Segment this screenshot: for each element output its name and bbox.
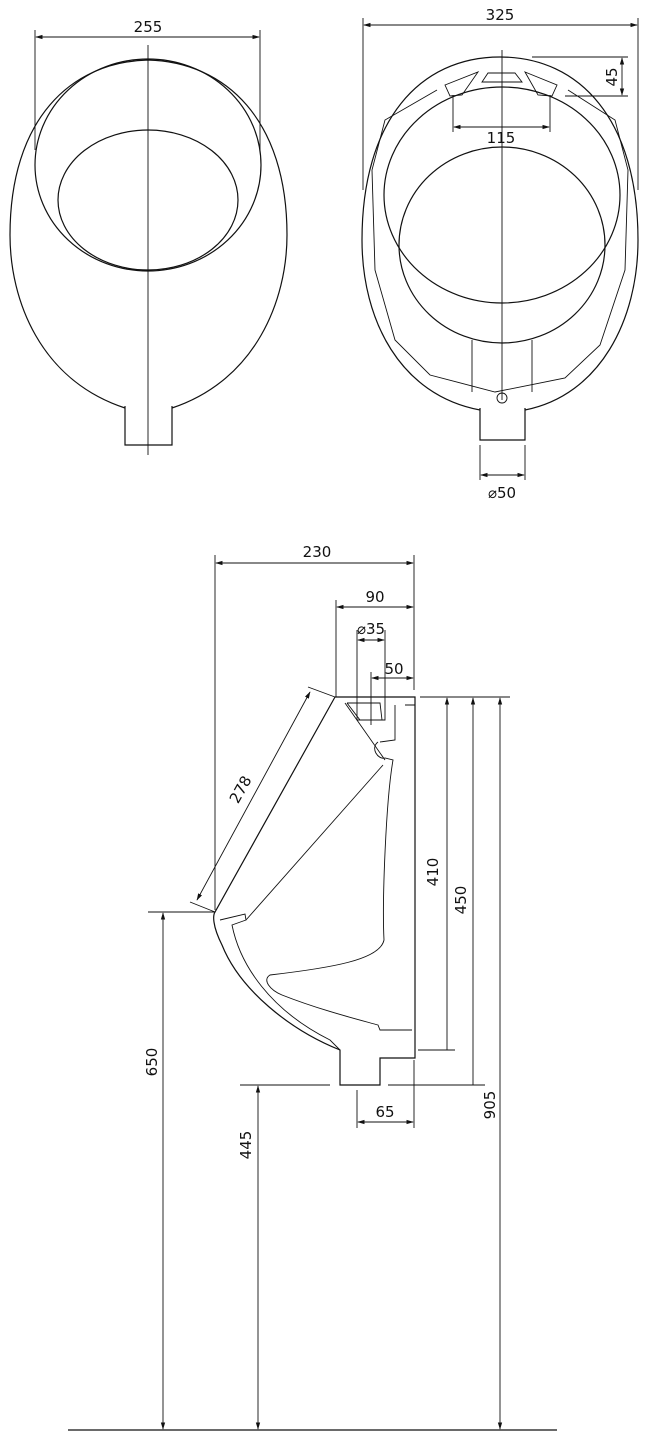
side-inner-slope [245, 702, 386, 921]
side-inlet [356, 697, 415, 743]
dimension-label-255: 255 [134, 18, 163, 36]
dimension-label-410: 410 [424, 858, 442, 887]
top-slot-left [444, 71, 480, 97]
dimension-label-65: 65 [375, 1103, 394, 1121]
dimension-label-230: 230 [303, 543, 332, 561]
top-outline [361, 56, 639, 411]
top-drain [479, 408, 526, 441]
dimension-label-445: 445 [237, 1131, 255, 1160]
dimension-label-905: 905 [481, 1091, 499, 1120]
dimension-label-325: 325 [486, 6, 515, 24]
dimension-label-650: 650 [143, 1048, 161, 1077]
top-slot-right [523, 71, 558, 97]
side-view: 230 90 ⌀35 50 278 410 450 905 650 445 65 [68, 543, 557, 1431]
extension-line [189, 901, 216, 913]
dimension-slope-278 [196, 691, 311, 901]
front-drain [124, 406, 173, 446]
dimension-label-outlet-50: ⌀50 [488, 484, 516, 502]
dimension-label-35: ⌀35 [357, 620, 385, 638]
top-slot-center [481, 72, 523, 83]
side-inner-wall [266, 702, 412, 1031]
front-view: 255 [9, 18, 288, 455]
top-rim-inner [371, 89, 629, 393]
dimension-label-50: 50 [384, 660, 403, 678]
dimension-label-115: 115 [487, 129, 516, 147]
top-view: 325 45 115 ⌀50 [361, 6, 639, 502]
dimension-label-90: 90 [365, 588, 384, 606]
extension-line [307, 686, 336, 698]
dimension-label-450: 450 [452, 886, 470, 915]
dimension-label-45: 45 [603, 67, 621, 86]
side-front-wall [219, 913, 341, 1051]
side-outline [213, 696, 416, 1086]
